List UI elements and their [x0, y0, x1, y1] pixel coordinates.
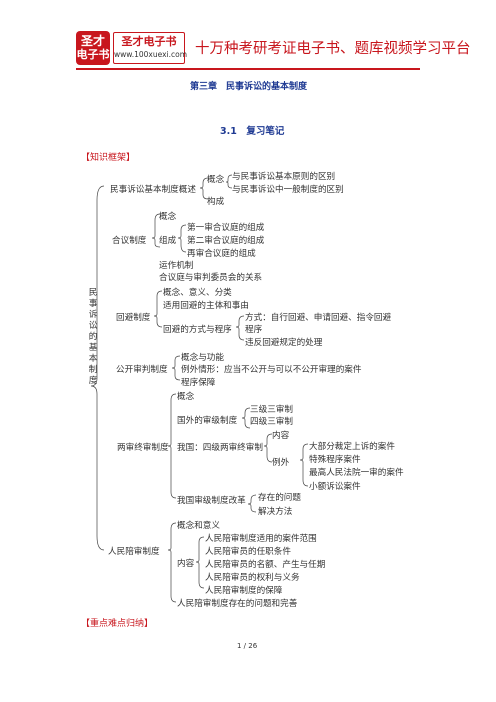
- node-people-assessor-b3: 人民陪审员的名额、产生与任期: [205, 560, 326, 570]
- node-people-assessor-b1: 人民陪审制度适用的案件范围: [205, 534, 317, 544]
- node-overview: 民事诉讼基本制度概述: [110, 185, 196, 195]
- node-two-instance-e1: 大部分裁定上诉的案件: [309, 442, 395, 452]
- node-recusal: 回避制度: [116, 313, 151, 323]
- brand-name: 圣才电子书: [121, 35, 177, 48]
- node-recusal-c: 回避的方式与程序: [163, 325, 232, 335]
- node-public-trial-a: 概念与功能: [181, 353, 224, 363]
- node-two-instance-d2: 解决方法: [258, 507, 293, 517]
- node-two-instance-b1: 三级三审制: [250, 405, 293, 415]
- node-recusal-c2: 程序: [245, 325, 263, 335]
- node-people-assessor-b4: 人民陪审员的权利与义务: [205, 573, 300, 583]
- logo-top-text: 圣才: [80, 34, 105, 48]
- brand-box[interactable]: 圣才电子书 www.100xuexi.com: [113, 32, 188, 64]
- node-two-instance-e2: 特殊程序案件: [309, 455, 361, 465]
- section-title: 3.1 复习笔记: [220, 126, 285, 137]
- node-two-instance-c2: 例外: [272, 458, 290, 468]
- header-divider: [76, 68, 420, 70]
- node-two-instance-c: 我国：四级两审终审制: [177, 443, 263, 453]
- node-collegial-c1: 第一审合议庭的组成: [187, 223, 265, 233]
- node-collegial-operation: 运作机制: [159, 261, 194, 271]
- node-two-instance-b: 国外的审级制度: [177, 416, 238, 426]
- node-collegial-relation: 合议庭与审判委员会的关系: [159, 273, 263, 283]
- node-people-assessor: 人民陪审制度: [108, 547, 160, 557]
- logo-bottom-text: 电子书: [76, 48, 110, 61]
- node-two-instance-b2: 四级三审制: [250, 417, 293, 427]
- node-overview-concept-b: 与民事诉讼中一般制度的区别: [232, 185, 344, 195]
- node-public-trial-b: 例外情形：应当不公开与可以不公开审理的案件: [181, 365, 362, 375]
- node-public-trial: 公开审判制度: [116, 365, 168, 375]
- node-collegial-c2: 第二审合议庭的组成: [187, 236, 265, 246]
- node-two-instance-d: 我国审级制度改革: [177, 496, 246, 506]
- node-two-instance: 两审终审制度: [117, 443, 169, 453]
- node-collegial-c3: 再审合议庭的组成: [187, 249, 256, 259]
- node-recusal-c1: 方式：自行回避、申请回避、指令回避: [245, 313, 392, 323]
- node-overview-concept-a: 与民事诉讼基本原则的区别: [232, 172, 336, 182]
- node-people-assessor-b2: 人民陪审员的任职条件: [205, 547, 291, 557]
- key-points-label: 【重点难点归纳】: [81, 619, 154, 629]
- node-recusal-a: 概念、意义、分类: [163, 288, 232, 298]
- node-overview-structure: 构成: [207, 197, 225, 207]
- node-public-trial-c: 程序保障: [181, 378, 216, 388]
- node-two-instance-d1: 存在的问题: [258, 493, 301, 503]
- node-recusal-b: 适用回避的主体和事由: [163, 301, 249, 311]
- node-people-assessor-a: 概念和意义: [177, 521, 220, 531]
- node-recusal-c3: 违反回避规定的处理: [245, 338, 323, 348]
- node-people-assessor-c: 人民陪审制度存在的问题和完善: [177, 599, 298, 609]
- node-two-instance-e3: 最高人民法院一审的案件: [309, 468, 404, 478]
- node-two-instance-e4: 小额诉讼案件: [309, 482, 361, 492]
- chapter-title: 第三章 民事诉讼的基本制度: [190, 82, 308, 92]
- page-number: 1 / 26: [237, 642, 258, 650]
- header-slogan: 十万种考研考证电子书、题库视频学习平台: [195, 41, 471, 57]
- node-two-instance-c1: 内容: [272, 431, 290, 441]
- node-overview-concept: 概念: [207, 175, 225, 185]
- node-people-assessor-b: 内容: [177, 559, 195, 569]
- mind-map-root: 民事诉讼的基本制度: [88, 288, 98, 386]
- brand-url[interactable]: www.100xuexi.com: [114, 50, 188, 59]
- node-collegial: 合议制度: [112, 236, 147, 246]
- node-collegial-concept: 概念: [159, 212, 177, 222]
- brand-logo: 圣才 电子书: [76, 31, 110, 65]
- node-two-instance-a: 概念: [177, 392, 195, 402]
- node-collegial-compose: 组成: [159, 236, 177, 246]
- framework-label: 【知识框架】: [81, 153, 136, 163]
- node-people-assessor-b5: 人民陪审制度的保障: [205, 586, 283, 596]
